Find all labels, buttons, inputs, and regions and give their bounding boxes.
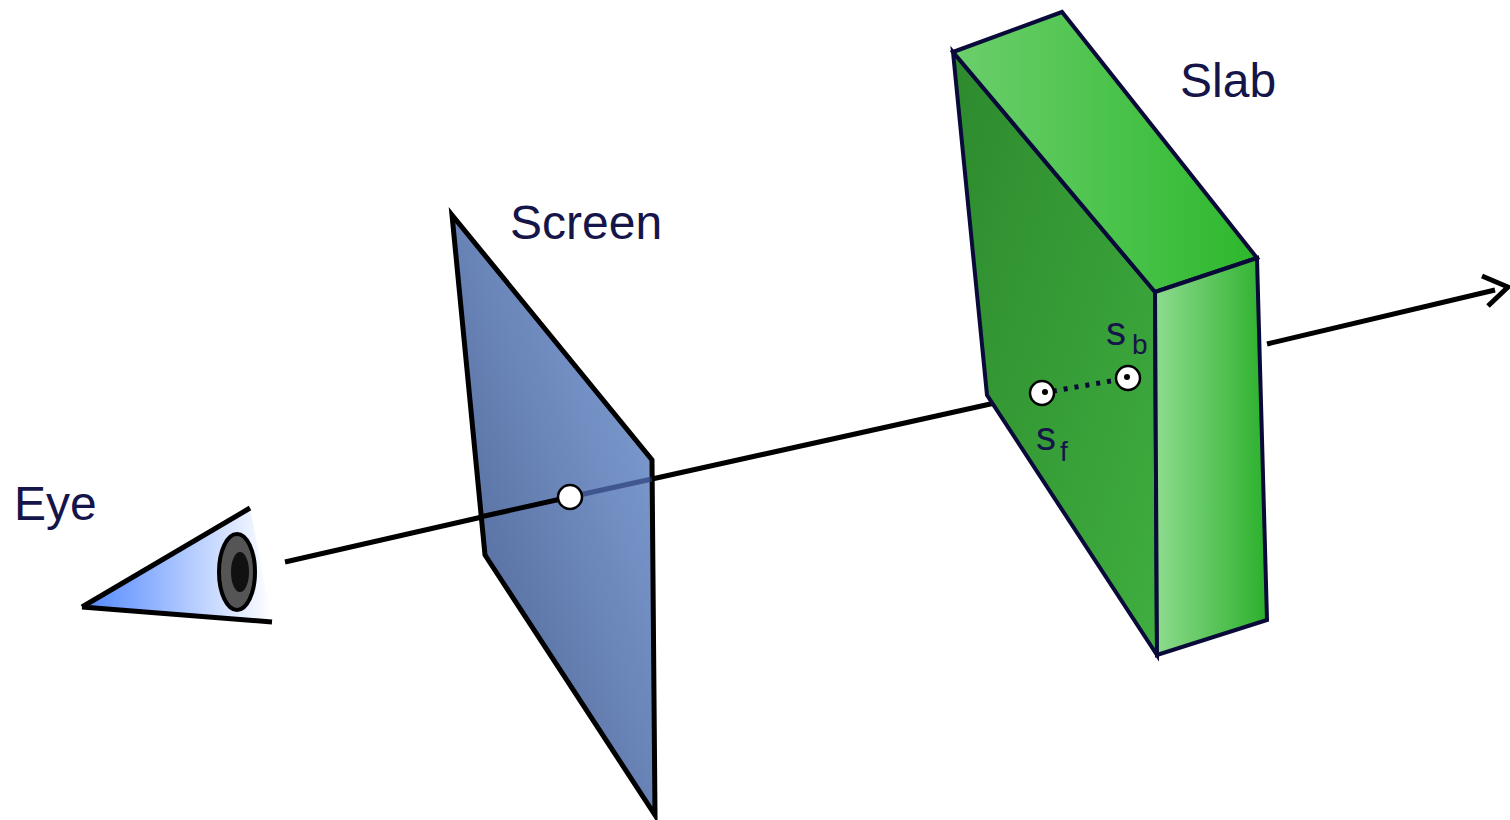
subscript-label: b bbox=[1132, 331, 1148, 359]
eye-icon bbox=[82, 508, 272, 622]
slab-box bbox=[953, 12, 1267, 655]
symbol-label: s bbox=[1106, 311, 1126, 351]
arrow-head bbox=[1482, 276, 1508, 306]
subscript-label: f bbox=[1060, 438, 1068, 466]
part-label: Slab bbox=[1180, 57, 1276, 105]
sample-point bbox=[558, 485, 582, 509]
part-label: Eye bbox=[14, 480, 97, 528]
sample-dot bbox=[1042, 389, 1048, 395]
sample-dot bbox=[1124, 374, 1130, 380]
view-ray bbox=[480, 497, 570, 517]
view-ray bbox=[652, 393, 1040, 479]
screen-plane bbox=[452, 215, 655, 815]
part-label: Screen bbox=[510, 199, 662, 247]
sample-point bbox=[1030, 381, 1054, 405]
view-ray bbox=[1267, 290, 1495, 344]
symbol-label: s bbox=[1036, 416, 1056, 456]
sample-point bbox=[1116, 366, 1140, 390]
